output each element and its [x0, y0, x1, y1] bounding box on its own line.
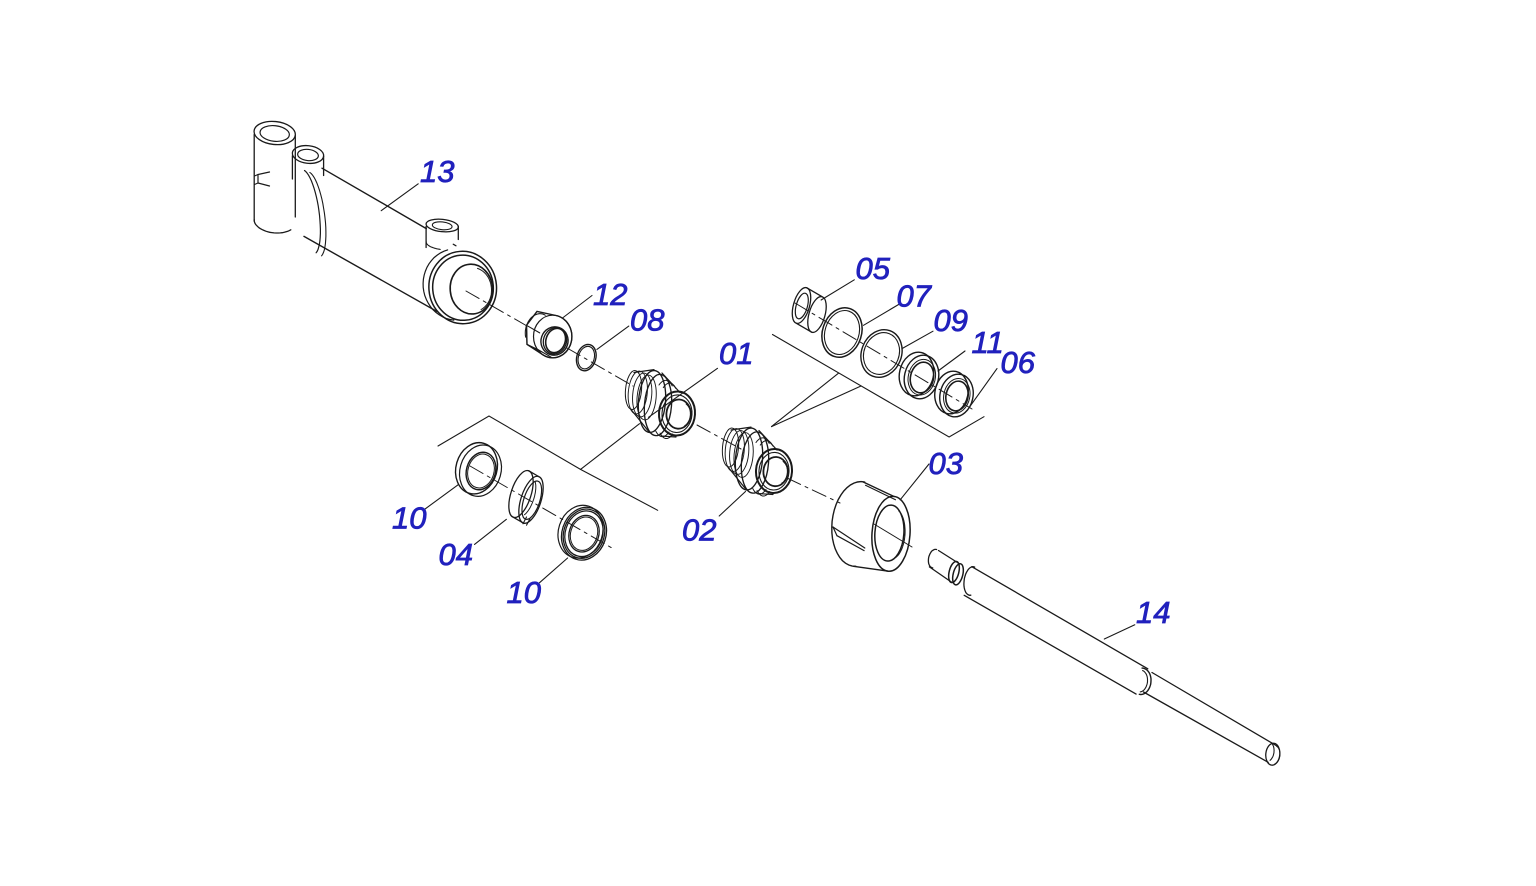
svg-text:01: 01: [719, 336, 753, 371]
svg-text:09: 09: [934, 303, 968, 338]
svg-text:14: 14: [1136, 595, 1170, 630]
svg-text:06: 06: [1001, 345, 1036, 380]
svg-text:08: 08: [630, 303, 665, 338]
svg-text:05: 05: [856, 251, 891, 286]
svg-text:07: 07: [897, 279, 933, 314]
svg-text:10: 10: [392, 501, 426, 536]
svg-text:02: 02: [682, 513, 716, 548]
svg-text:13: 13: [420, 154, 454, 189]
svg-text:12: 12: [593, 277, 627, 312]
svg-text:11: 11: [972, 325, 1004, 360]
svg-text:04: 04: [439, 537, 473, 572]
svg-text:03: 03: [929, 446, 963, 481]
svg-text:10: 10: [507, 575, 541, 610]
